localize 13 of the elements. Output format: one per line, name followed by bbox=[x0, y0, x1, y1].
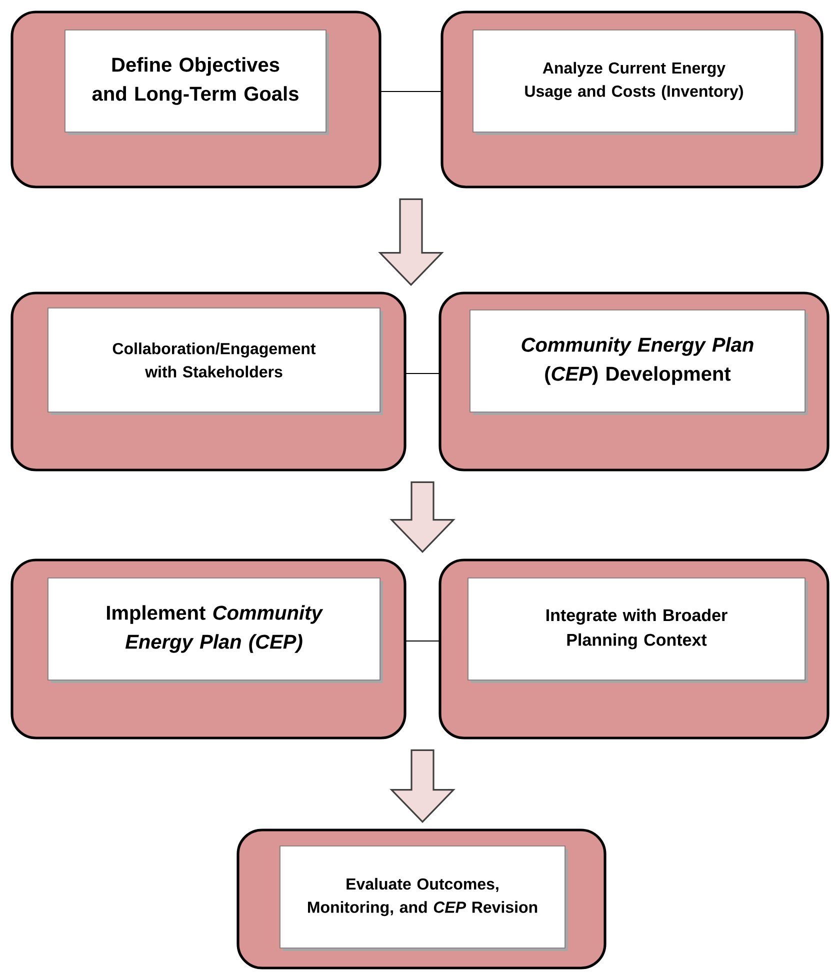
connector-line bbox=[404, 640, 440, 642]
process-box: Analyze Current Energy Usage and Costs (Inventory) bbox=[440, 10, 824, 188]
process-box: Community Energy Plan (CEP) Development bbox=[438, 292, 830, 472]
process-box: Integrate with Broader Planning Context bbox=[438, 558, 830, 740]
process-box: Collaboration/Engagement with Stakeholders bbox=[10, 292, 406, 472]
process-box: Evaluate Outcomes, Monitoring, and CEP Revision bbox=[236, 828, 606, 970]
block-arrow bbox=[378, 198, 444, 286]
connector-line bbox=[404, 373, 440, 374]
block-arrow bbox=[390, 749, 456, 823]
connector-line bbox=[380, 91, 442, 92]
process-box: Implement Community Energy Plan (CEP) bbox=[10, 558, 406, 740]
process-box: Define Objectives and Long-Term Goals bbox=[10, 10, 382, 188]
block-arrow bbox=[390, 481, 456, 553]
